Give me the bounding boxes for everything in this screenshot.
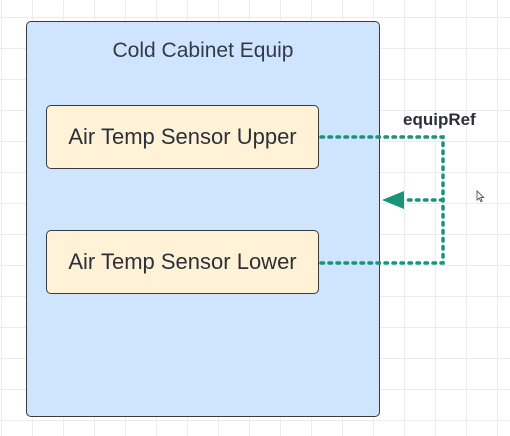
node-label: Air Temp Sensor Upper [68,124,297,149]
mouse-pointer-icon [476,189,485,208]
node-label: Air Temp Sensor Lower [68,249,297,274]
equipref-edge-lower[interactable] [319,198,445,265]
equipref-edge-label: equipRef [403,110,476,129]
equipref-edge-upper[interactable] [319,135,445,202]
container-title: Cold Cabinet Equip [112,39,294,62]
air-temp-sensor-lower-node[interactable]: Air Temp Sensor Lower [46,230,319,294]
equipref-arrowhead [382,191,404,209]
cold-cabinet-equip-container[interactable]: Cold Cabinet Equip [26,21,380,417]
air-temp-sensor-upper-node[interactable]: Air Temp Sensor Upper [46,105,319,169]
